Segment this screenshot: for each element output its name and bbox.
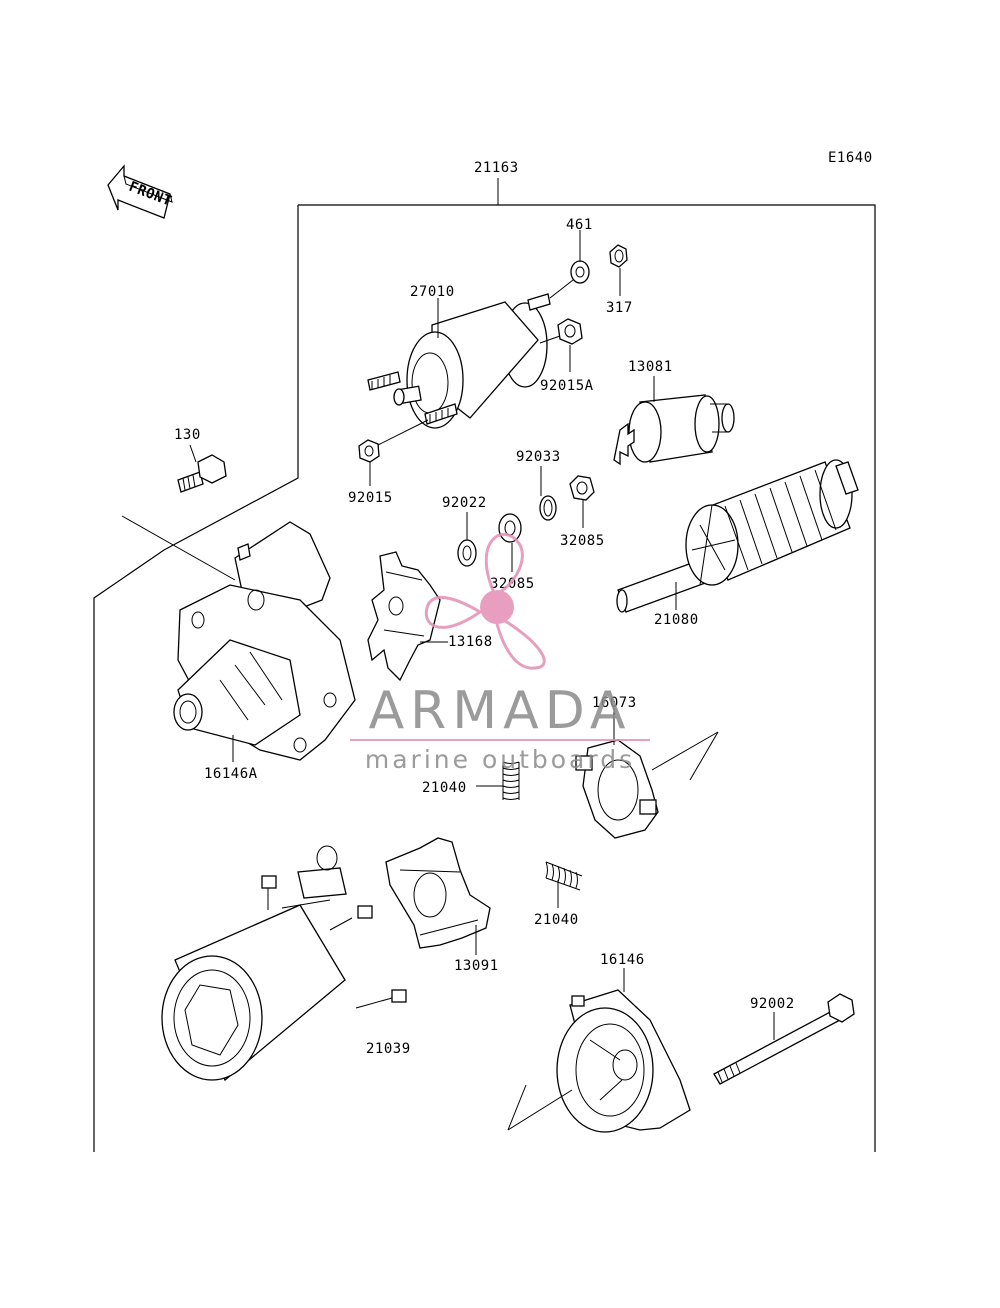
part-label-461: 461: [566, 217, 593, 233]
rear-cover-16146: [556, 989, 691, 1133]
part-label-16073: 16073: [592, 695, 637, 711]
part-label-32085-left: 32085: [490, 576, 535, 592]
nut-92015A: [557, 318, 583, 345]
part-label-27010: 27010: [410, 284, 455, 300]
washer-92022: [457, 539, 477, 567]
part-label-92033: 92033: [516, 449, 561, 465]
part-label-13091: 13091: [454, 958, 499, 974]
propeller-logo-icon: [424, 533, 546, 670]
watermark-tagline: marine outboards: [365, 745, 635, 774]
lever-13168: [367, 551, 441, 682]
spring-21040-lower: [545, 861, 583, 891]
part-label-92002: 92002: [750, 996, 795, 1012]
part-label-92022: 92022: [442, 495, 487, 511]
bolt-130: [177, 454, 227, 493]
part-label-16146A: 16146A: [204, 766, 258, 782]
pinion-gear-13081: [613, 394, 735, 466]
part-label-32085-right: 32085: [560, 533, 605, 549]
nut-317: [609, 244, 628, 268]
part-label-21163: 21163: [474, 160, 519, 176]
brush-holder-13091: [385, 837, 491, 949]
brush-plate-16073: [575, 739, 659, 839]
stopper-32085-left: [498, 513, 522, 543]
nut-92015: [358, 439, 380, 463]
front-arrow-icon: FRONT: [107, 164, 174, 219]
stopper-32085-right: [569, 475, 595, 501]
armada-watermark: ARMADA marine outboards: [350, 533, 650, 774]
part-label-317: 317: [606, 300, 633, 316]
part-label-16146: 16146: [600, 952, 645, 968]
part-label-21039: 21039: [366, 1041, 411, 1057]
part-label-130: 130: [174, 427, 201, 443]
watermark-brand: ARMADA: [369, 681, 632, 741]
solenoid-switch: [367, 293, 551, 429]
part-label-21040-lower: 21040: [534, 912, 579, 928]
circlip-92033: [539, 495, 557, 521]
yoke-21039: [161, 845, 407, 1082]
front-housing-16146A: [173, 521, 356, 761]
part-label-21080: 21080: [654, 612, 699, 628]
part-label-13168: 13168: [448, 634, 493, 650]
diagram-code: E1640: [828, 150, 873, 166]
through-bolt-92002: [713, 993, 855, 1085]
washer-461: [570, 260, 590, 284]
spring-21040-upper: [502, 761, 520, 800]
part-label-92015A: 92015A: [540, 378, 594, 394]
part-label-21040-upper: 21040: [422, 780, 467, 796]
part-label-92015: 92015: [348, 490, 393, 506]
assembly-boundary: [93, 178, 876, 1152]
armature-21080: [616, 459, 859, 613]
part-label-13081: 13081: [628, 359, 673, 375]
